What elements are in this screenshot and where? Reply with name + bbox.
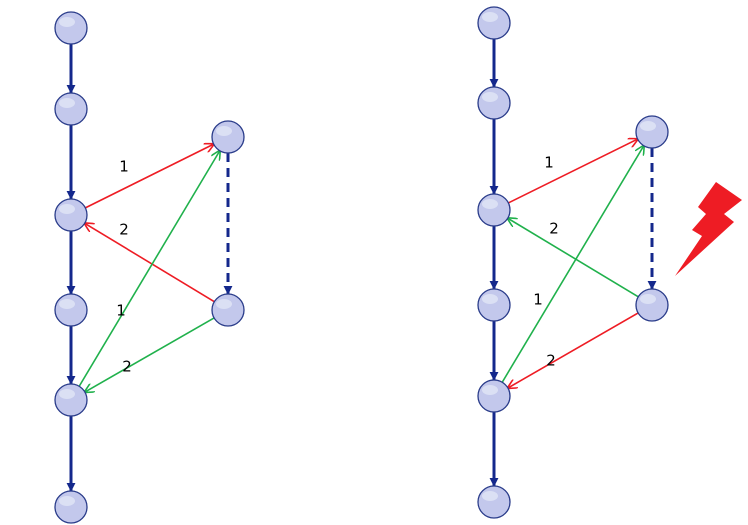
- green-message-arrow: [85, 317, 215, 392]
- node-highlight: [59, 98, 75, 108]
- node-circle: [477, 6, 511, 40]
- node-circle: [54, 11, 88, 45]
- node-circle: [54, 198, 88, 232]
- node-highlight: [640, 294, 656, 304]
- node-highlight: [640, 121, 656, 131]
- edge-label: 1: [544, 154, 554, 172]
- red-message-arrow: [508, 312, 639, 388]
- green-message-arrow: [508, 218, 639, 298]
- node-highlight: [216, 299, 232, 309]
- edges-layer: [66, 39, 657, 492]
- node-circle: [54, 92, 88, 126]
- node-highlight: [482, 92, 498, 102]
- labels-layer: 1 2 1 2 1 2 1 2: [116, 154, 559, 376]
- node-highlight: [482, 385, 498, 395]
- node-highlight: [59, 17, 75, 27]
- icons-layer: [675, 182, 742, 276]
- node-circle: [635, 115, 669, 149]
- node-circle: [477, 288, 511, 322]
- node-circle: [211, 120, 245, 154]
- red-message-arrow: [84, 144, 213, 209]
- edge-label: 1: [119, 158, 129, 176]
- edge-label: 2: [122, 358, 132, 376]
- edge-label: 2: [546, 352, 556, 370]
- node-highlight: [482, 491, 498, 501]
- node-highlight: [216, 126, 232, 136]
- edge-label: 2: [549, 220, 559, 238]
- node-highlight: [482, 294, 498, 304]
- node-highlight: [59, 496, 75, 506]
- node-highlight: [482, 199, 498, 209]
- node-highlight: [59, 299, 75, 309]
- green-message-arrow: [501, 146, 644, 383]
- nodes-layer: [54, 6, 669, 524]
- node-circle: [211, 293, 245, 327]
- node-circle: [54, 490, 88, 524]
- node-highlight: [59, 204, 75, 214]
- edge-label: 2: [119, 221, 129, 239]
- node-circle: [54, 293, 88, 327]
- edge-label: 1: [533, 291, 543, 309]
- node-highlight: [482, 12, 498, 22]
- node-circle: [477, 379, 511, 413]
- node-circle: [635, 288, 669, 322]
- red-message-arrow: [85, 223, 215, 303]
- edge-label: 1: [116, 302, 126, 320]
- green-message-arrow: [78, 151, 220, 387]
- node-highlight: [59, 389, 75, 399]
- node-circle: [477, 193, 511, 227]
- red-message-arrow: [507, 139, 637, 204]
- node-circle: [54, 383, 88, 417]
- node-circle: [477, 485, 511, 519]
- lightning-bolt-icon: [675, 182, 742, 276]
- node-circle: [477, 86, 511, 120]
